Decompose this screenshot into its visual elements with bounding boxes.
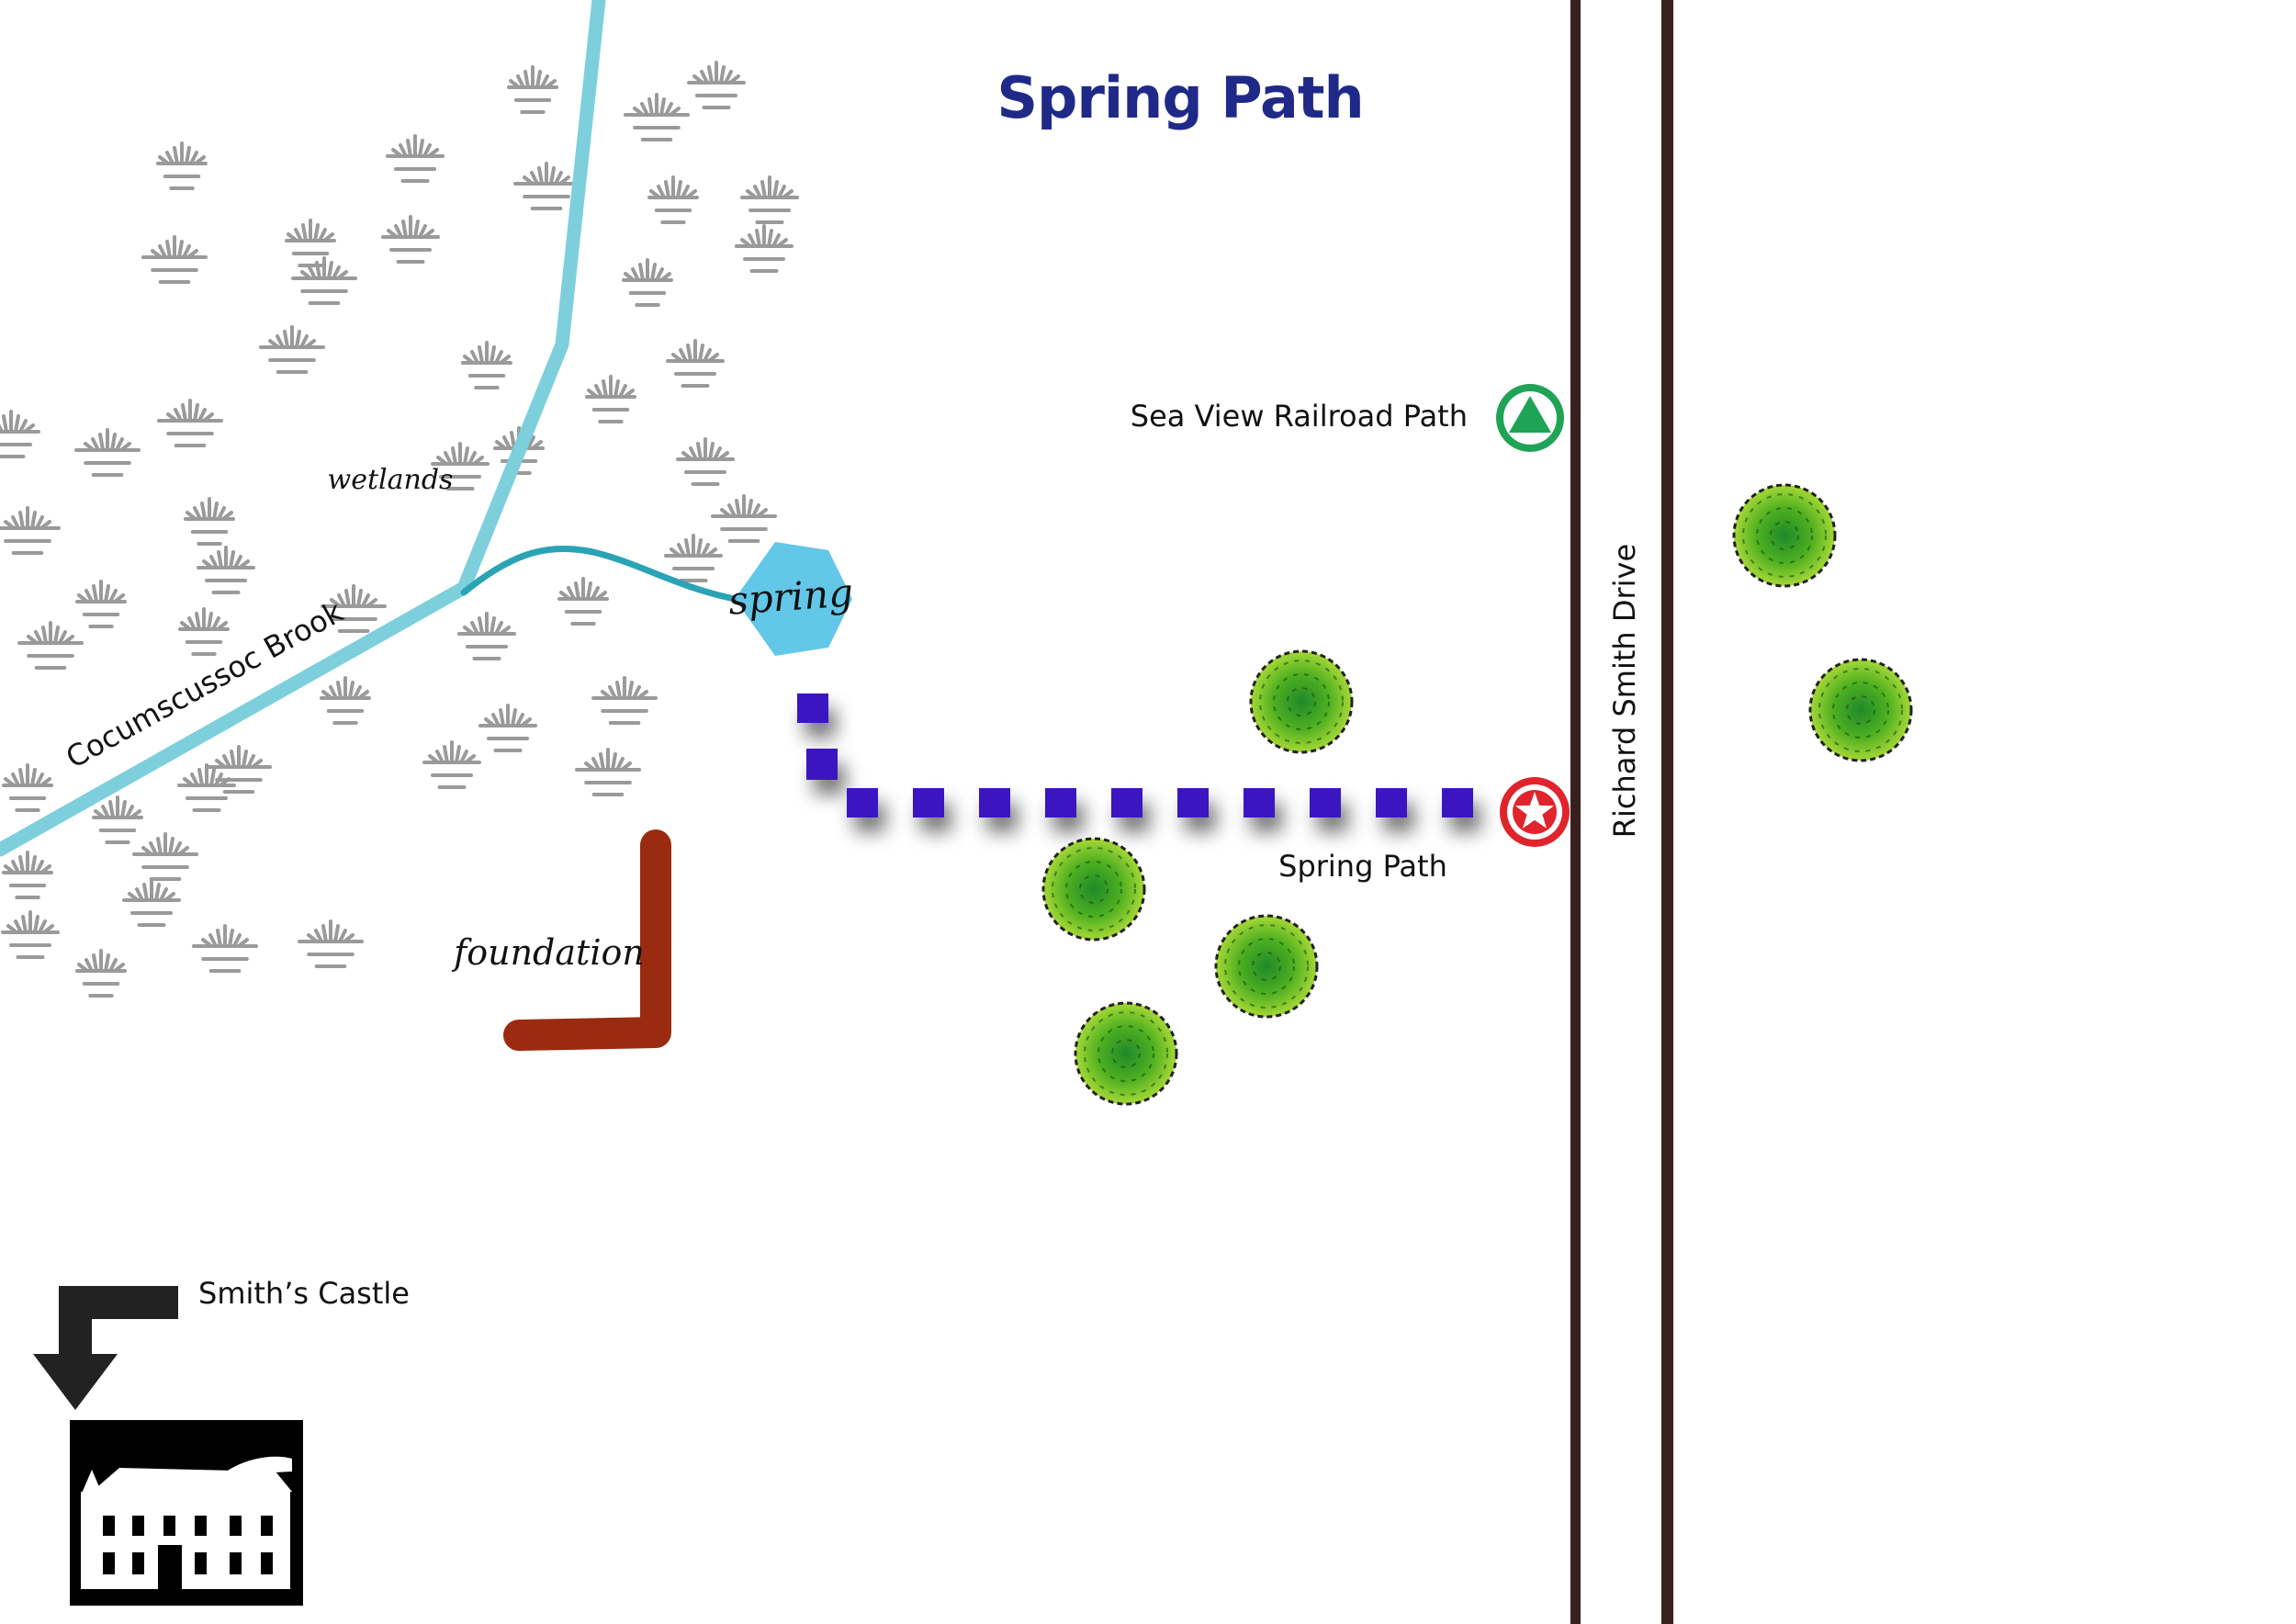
grass-tuft [75,580,127,628]
grass-tuft [591,676,658,725]
grass-tuft [575,748,641,796]
foundation-label: foundation [451,932,645,973]
grass-tuft [184,497,235,546]
tree-icon [1249,649,1354,754]
grass-tuft [513,162,580,210]
grass-tuft [157,399,223,447]
trees [1041,483,1913,1106]
spring-marker: spring [726,542,854,656]
grass-tuft [320,676,371,725]
grass-tuft [92,795,143,844]
grass-tuft [141,235,208,284]
grass-tuft [2,851,53,899]
grass-tuft [461,341,512,389]
foundation-marker [503,829,671,1051]
spring-label: spring [726,570,854,623]
grass-tuft [585,375,636,423]
grass-tuft [75,949,127,998]
grass-tuft [647,175,699,224]
start-star-icon[interactable] [1500,777,1570,847]
grass-tuft [197,546,255,594]
tree-icon [1041,837,1146,942]
grass-tuft [664,534,723,582]
grass-tuft [178,607,230,656]
grass-tuft [422,740,481,789]
grass-tuft [17,621,84,670]
grass-tuft [711,494,777,543]
grass-tuft [177,763,236,812]
grass-tuft [206,745,272,794]
grass-tuft [298,919,364,968]
grass-tuft [735,224,793,273]
grass-tuft [291,256,357,305]
grass-tuft [132,832,198,881]
grass-tuft [156,141,208,190]
grass-tuft [0,506,61,555]
tree-icon [1808,658,1913,762]
grass-tuft [557,577,609,626]
grass-tuft [386,134,445,183]
grass-tuft [507,65,558,114]
grass-tuft [687,61,746,109]
spring-path-label: Spring Path [1278,849,1447,884]
grass-tuft [1,910,60,959]
grass-tuft [676,437,735,486]
grass-tuft [457,612,516,660]
railroad-path-icon[interactable] [1496,384,1564,452]
railroad-path-label: Sea View Railroad Path [1131,399,1468,434]
grass-tuft [259,325,325,374]
map-title: Spring Path [996,64,1363,131]
tree-icon [1074,1001,1178,1106]
grass-tuft [666,339,725,388]
wetlands-label: wetlands [328,464,454,496]
arrow-down-left-icon[interactable] [33,1286,178,1410]
spring-stream [460,545,738,603]
spring-path-trail [797,694,1473,818]
grass-tuft [0,410,40,458]
smiths-castle-label: Smith’s Castle [198,1276,410,1311]
grass-tuft [285,219,336,267]
tree-icon [1732,483,1837,588]
grass-tuft [2,763,53,812]
wetland-grass [0,61,799,998]
grass-tuft [192,924,258,973]
cocumscussoc-brook [0,0,606,857]
tree-icon [1214,914,1319,1019]
grass-tuft [622,258,673,307]
grass-tuft [74,428,141,477]
grass-tuft [478,704,537,752]
grass-tuft [122,878,181,927]
grass-tuft [740,175,799,224]
road [1570,0,1673,1624]
road-label: Richard Smith Drive [1607,544,1642,838]
grass-tuft [431,442,490,491]
grass-tuft [321,584,387,633]
smiths-castle-icon[interactable] [70,1420,303,1606]
grass-tuft [381,215,440,264]
grass-tuft [624,93,690,141]
